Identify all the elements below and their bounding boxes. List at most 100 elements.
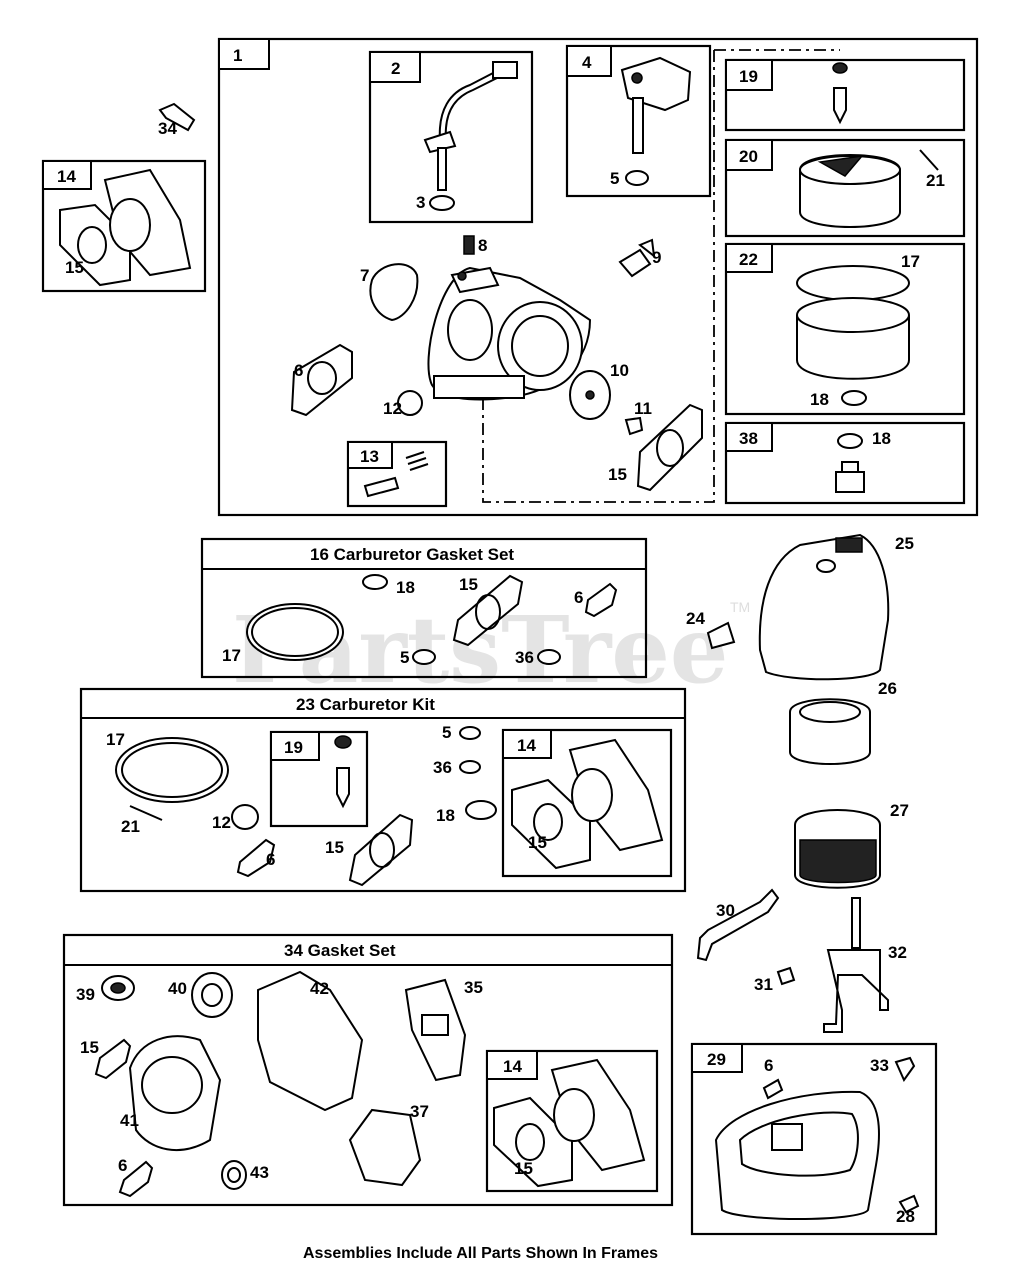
frame-38-tag xyxy=(725,422,773,452)
part-34-screw xyxy=(158,102,196,132)
part-5-kit23 xyxy=(459,726,481,740)
frame-29-label: 29 xyxy=(707,1050,726,1069)
part-36-kit16 xyxy=(537,649,561,665)
part-8-plug xyxy=(463,235,475,255)
frame-19-top-tag xyxy=(725,59,773,91)
part-17-ring-kit16 xyxy=(246,603,344,661)
callout-26: 26 xyxy=(878,679,897,698)
part-5-seal xyxy=(625,170,649,186)
part-40-oil-seal xyxy=(191,972,233,1018)
frame-14-kit23-label: 14 xyxy=(517,736,536,755)
callout-12-kit23: 12 xyxy=(212,813,231,832)
kit-34-gasket-set xyxy=(62,933,674,1207)
callout-7: 7 xyxy=(360,266,369,285)
frame-14-kit23 xyxy=(501,728,673,878)
frame-38-label: 38 xyxy=(739,429,758,448)
callout-17-kit23: 17 xyxy=(106,730,125,749)
callout-43: 43 xyxy=(250,1163,269,1182)
frame-2-label: 2 xyxy=(391,59,400,78)
frame-14-top-tag xyxy=(42,160,92,190)
idle-spring-part xyxy=(405,451,429,471)
callout-5-kit16: 5 xyxy=(400,648,409,667)
part-21-pin-kit23 xyxy=(129,805,163,821)
callout-6-frame29: 6 xyxy=(764,1056,773,1075)
callout-5-kit23: 5 xyxy=(442,723,451,742)
part-43-seal xyxy=(221,1160,247,1190)
callout-27: 27 xyxy=(890,801,909,820)
frame-1-dashed-group xyxy=(482,50,715,503)
callout-17-kit16: 17 xyxy=(222,646,241,665)
frame-13-label: 13 xyxy=(360,447,379,466)
callout-18-frame38: 18 xyxy=(872,429,891,448)
float-needle-kit23 xyxy=(336,767,350,809)
frame-22-label: 22 xyxy=(739,250,758,269)
frame-14-top-label: 14 xyxy=(57,167,76,186)
callout-35: 35 xyxy=(464,978,483,997)
frame-1-label: 1 xyxy=(233,46,242,65)
callout-18-kit23: 18 xyxy=(436,806,455,825)
part-32-bracket xyxy=(823,897,889,1033)
callout-15-frame14-top: 15 xyxy=(65,258,84,277)
callout-15-frame14-kit34: 15 xyxy=(514,1159,533,1178)
part-25-cover xyxy=(758,533,890,681)
callout-30: 30 xyxy=(716,901,735,920)
callout-15-kit23: 15 xyxy=(325,838,344,857)
frame-13 xyxy=(346,440,448,508)
frame-14-kit23-tag xyxy=(502,729,552,759)
frame-38 xyxy=(724,421,966,505)
part-42-crankcase-gasket xyxy=(257,970,364,1112)
frame-14-top xyxy=(41,159,207,293)
callout-21-frame20: 21 xyxy=(926,171,945,190)
callout-10: 10 xyxy=(610,361,629,380)
frame-1-tag xyxy=(218,38,270,70)
part-27-filter xyxy=(794,809,881,889)
callout-3: 3 xyxy=(416,193,425,212)
frame-13-tag xyxy=(347,441,393,469)
part-6-kit34 xyxy=(118,1160,154,1198)
callout-17-frame22: 17 xyxy=(901,252,920,271)
part-33-screw xyxy=(894,1056,916,1083)
callout-11: 11 xyxy=(634,399,652,418)
kit-16-title: 16 Carburetor Gasket Set xyxy=(310,545,514,564)
frame-4-tag xyxy=(566,45,612,77)
part-35-gasket xyxy=(404,978,467,1082)
frame-29 xyxy=(690,1042,938,1236)
part-5-kit16 xyxy=(412,649,436,665)
part-18-frame38-washer xyxy=(837,433,863,449)
callout-6-kit16: 6 xyxy=(574,588,583,607)
callout-24: 24 xyxy=(686,609,705,628)
part-28-stud xyxy=(898,1194,920,1214)
choke-shaft-part xyxy=(423,61,518,191)
carburetor-body xyxy=(427,266,592,401)
part-9-fitting xyxy=(618,238,656,278)
float-needle-clip-kit23 xyxy=(334,735,352,749)
part-6-kit23 xyxy=(236,838,276,878)
frame-14-kit34-label: 14 xyxy=(503,1057,522,1076)
frame-2 xyxy=(368,50,534,224)
part-37-gasket xyxy=(348,1108,422,1187)
part-15-gasket-frame1 xyxy=(636,403,703,492)
callout-41: 41 xyxy=(120,1111,139,1130)
part-7-plate xyxy=(369,263,419,322)
callout-5-frame4: 5 xyxy=(610,169,619,188)
watermark-trademark: TM xyxy=(730,599,750,615)
part-24-clip xyxy=(706,621,736,650)
callout-18-kit16: 18 xyxy=(396,578,415,597)
frame-4-label: 4 xyxy=(582,53,592,72)
part-26-precleaner xyxy=(789,698,871,765)
frame-1 xyxy=(217,37,979,517)
part-18-kit23 xyxy=(465,800,497,820)
callout-8: 8 xyxy=(478,236,487,255)
callout-15-kit34: 15 xyxy=(80,1038,99,1057)
frame-14-kit34-tag xyxy=(486,1050,538,1080)
callout-42: 42 xyxy=(310,979,329,998)
callout-15-frame14-kit23: 15 xyxy=(528,833,547,852)
callout-18-frame22: 18 xyxy=(810,390,829,409)
callout-21-kit23: 21 xyxy=(121,817,140,836)
float-needle-part xyxy=(832,62,848,125)
callout-39: 39 xyxy=(76,985,95,1004)
callout-15-frame1: 15 xyxy=(608,465,627,484)
frame-20-label: 20 xyxy=(739,147,758,166)
part-17-ring-kit23 xyxy=(115,737,229,803)
